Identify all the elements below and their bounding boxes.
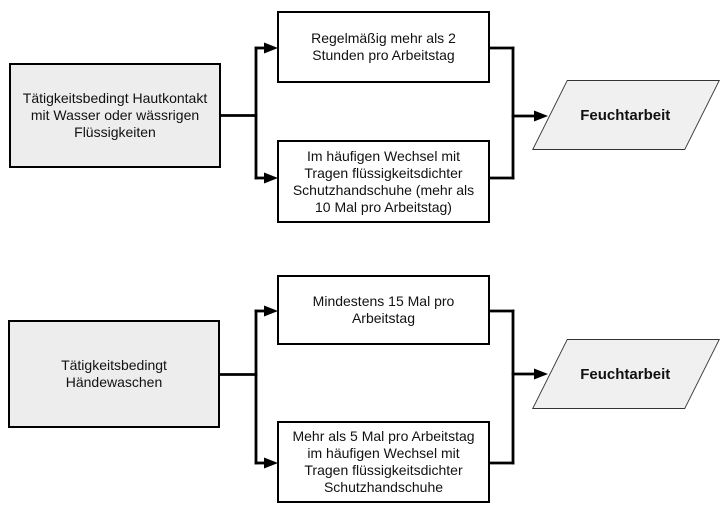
arrowheads (264, 42, 548, 469)
source-box-skin-contact: Tätigkeitsbedingt Hautkontakt mit Wasser… (9, 63, 221, 168)
connector-lines (220, 46, 535, 465)
arrowhead-icon (264, 172, 278, 184)
result-label: Feuchtarbeit (580, 365, 672, 383)
condition-box-15-times: Mindestens 15 Mal pro Arbeitstag (277, 275, 490, 345)
arrowhead-icon (264, 42, 278, 54)
result-label: Feuchtarbeit (580, 106, 672, 124)
arrowhead-icon (264, 305, 278, 317)
arrowhead-icon (534, 110, 548, 122)
condition-box-regular-2-hours: Regelmäßig mehr als 2 Stunden pro Arbeit… (277, 11, 490, 83)
source-box-hand-washing: Tätigkeitsbedingt Händewaschen (8, 320, 220, 428)
arrowhead-icon (264, 457, 278, 469)
condition-box-gloves-10-times: Im häufigen Wechsel mit Tragen flüssigke… (277, 140, 490, 223)
arrowhead-icon (534, 368, 548, 380)
condition-box-5-times-gloves: Mehr als 5 Mal pro Arbeitstag im häufige… (277, 421, 490, 503)
